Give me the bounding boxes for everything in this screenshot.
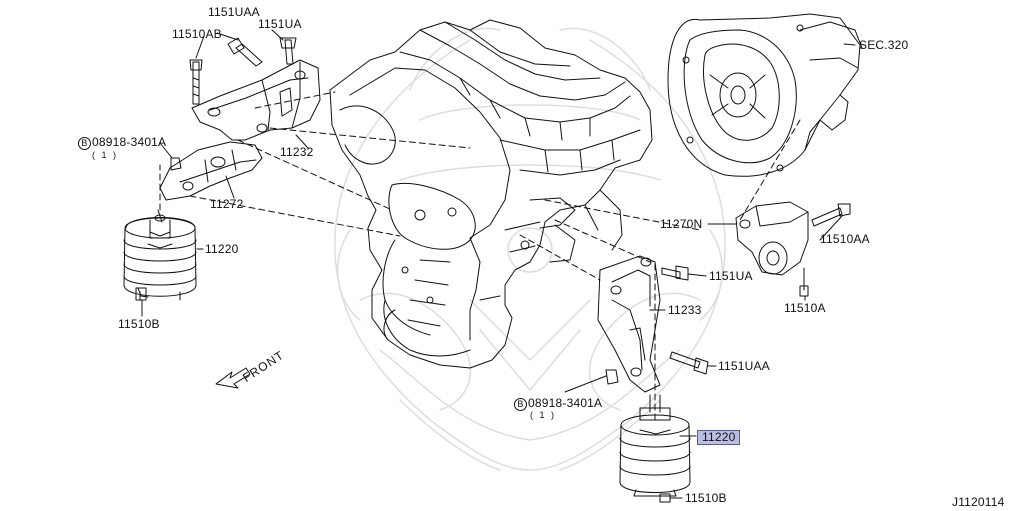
- right-fasteners: [605, 265, 709, 503]
- callout-11510B-right: 11510B: [685, 491, 727, 505]
- diagram-id: J1120114: [952, 495, 1005, 509]
- assembly-lines: [159, 91, 801, 421]
- bracket-11272: [159, 141, 263, 201]
- bolt-right-qty: ( 1 ): [530, 410, 557, 420]
- callout-11272: 11272: [210, 197, 244, 211]
- mount-11270N: [735, 201, 851, 297]
- bolt-circle-letter-right: B: [514, 398, 527, 411]
- bolt-left-qty: ( 1 ): [92, 150, 119, 160]
- callout-1151UAA-mid: 1151UAA: [718, 359, 770, 373]
- leader-lines: [141, 29, 856, 499]
- watermark-emblem: [334, 27, 726, 471]
- engine-block: [329, 19, 653, 369]
- bolt-left-code: 08918-3401A: [92, 135, 167, 149]
- callout-11220-right-highlighted[interactable]: 11220: [697, 430, 741, 445]
- callout-11232: 11232: [280, 145, 314, 159]
- callout-11510AB: 11510AB: [172, 27, 222, 41]
- callout-11510B-left: 11510B: [118, 317, 160, 331]
- mount-right-11220: [619, 394, 691, 497]
- callout-11510AA: 11510AA: [820, 232, 870, 246]
- callout-1151UA-mid: 1151UA: [709, 269, 753, 283]
- bolt-right-code: 08918-3401A: [528, 396, 603, 410]
- callout-11270N: 11270N: [660, 217, 703, 231]
- left-fasteners: [135, 37, 297, 301]
- mount-left-11220: [123, 209, 197, 301]
- front-arrow-icon: [215, 367, 251, 389]
- bolt-circle-letter: B: [78, 137, 91, 150]
- callout-1151UAA-top: 1151UAA: [208, 5, 260, 19]
- transmission: [667, 13, 863, 177]
- bracket-11233: [597, 255, 661, 393]
- callout-sec-320: SEC.320: [859, 38, 909, 52]
- callout-11233: 11233: [668, 303, 702, 317]
- bracket-11232: [191, 59, 321, 141]
- callout-11220-left: 11220: [205, 242, 239, 256]
- callout-1151UA-top: 1151UA: [258, 17, 302, 31]
- callout-11510A: 11510A: [784, 301, 826, 315]
